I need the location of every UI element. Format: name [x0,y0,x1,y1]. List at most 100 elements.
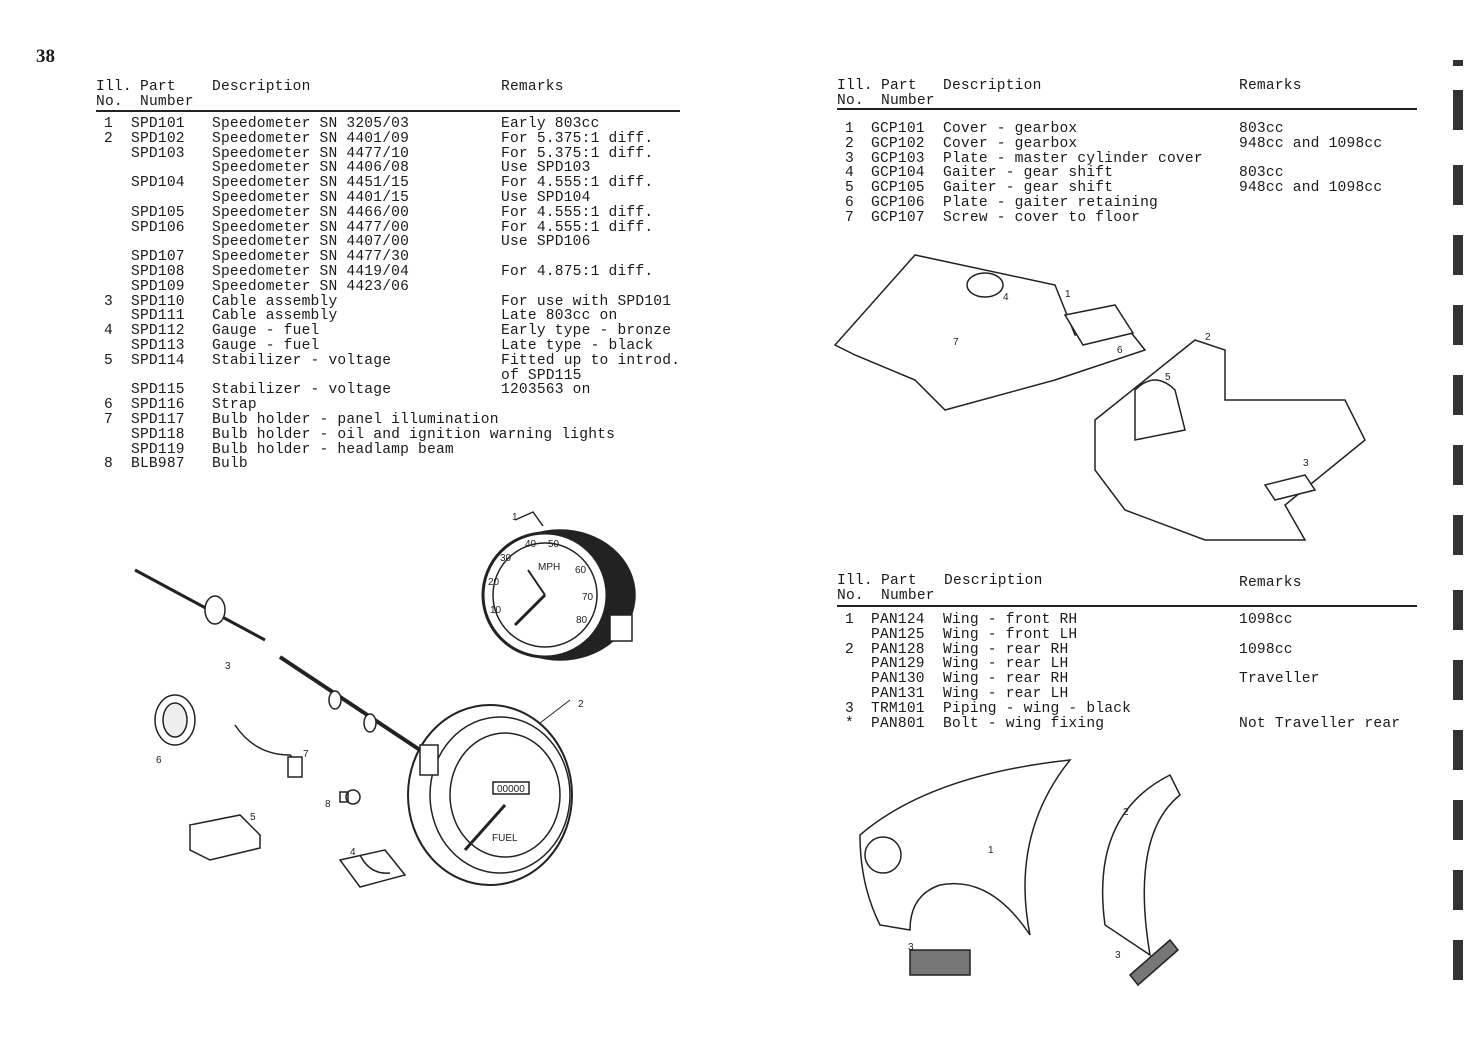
description: Speedometer SN 4407/00 [212,234,410,251]
page-edge-marks [1453,800,1463,840]
page-edge-marks [1453,445,1463,485]
description: Bulb holder - panel illumination [212,411,499,428]
table-row: PAN125 Wing - front LH [837,626,1417,643]
description: Stabilizer - voltage [212,352,392,369]
header-rule [96,110,680,112]
speedometer-parts-table: Ill. No. Part Number Description Remarks… [96,79,680,472]
description: Cover - gearbox [943,121,1078,137]
callout-8: 8 [325,799,331,810]
callout-7: 7 [953,337,959,348]
part-number: TRM101 [871,700,925,717]
header-no: No. [96,94,123,110]
description: Gauge - fuel [212,337,320,354]
description: Speedometer SN 3205/03 [212,116,410,132]
page-edge-marks [1453,305,1463,345]
description: Wing - front RH [943,612,1078,628]
part-number: SPD111 [131,308,185,325]
part-number: BLB987 [131,456,185,473]
part-number: PAN125 [871,626,925,643]
ill-no: 4 [845,165,854,182]
description: Stabilizer - voltage [212,382,392,399]
callout-3: 3 [225,661,231,672]
speedometer-small-drawing [481,511,636,661]
header-remarks: Remarks [501,79,564,95]
gearbox-cover-parts-table: Ill. No. Part Number Description Remarks… [837,79,1417,225]
callout-5: 5 [250,812,256,823]
description: Wing - front LH [943,626,1078,643]
ill-no: 1 [104,116,113,132]
part-number: SPD108 [131,263,185,280]
page-edge-marks [1453,515,1463,555]
description: Plate - master cylinder cover [943,150,1203,167]
part-number: GCP103 [871,150,925,167]
page-edge-marks [1453,235,1463,275]
part-number: SPD110 [131,293,185,310]
ill-no: 5 [845,180,854,197]
header-description: Description [212,79,311,95]
description: Bulb holder - headlamp beam [212,441,454,458]
remarks: 1098cc [1239,612,1293,628]
ill-no: 7 [104,411,113,428]
part-number: PAN801 [871,715,925,732]
speed-50: 50 [548,539,560,550]
description: Speedometer SN 4451/15 [212,175,410,192]
remarks: For 4.555:1 diff. [501,219,654,236]
description: Wing - rear RH [943,671,1069,688]
fuel-label: FUEL [492,833,518,844]
remarks: For use with SPD101 [501,293,672,310]
callout-7: 7 [303,749,309,760]
page-edge-marks [1453,730,1463,770]
part-number: SPD118 [131,426,185,443]
header-number: Number [881,93,935,109]
callout-4: 4 [1003,292,1009,303]
voltage-stabilizer-drawing [188,814,262,861]
description: Speedometer SN 4401/15 [212,189,410,206]
gauge-mph-label: MPH [538,562,560,573]
callout-2: 2 [1205,332,1211,343]
part-number: SPD112 [131,323,185,340]
part-number: PAN124 [871,612,925,628]
instruments-exploded-illustration: 1 2 3 4 5 6 7 8 MPH FUEL 00000 10 20 30 … [134,511,636,888]
ill-no: 4 [104,323,113,340]
description: Gaiter - gear shift [943,165,1114,182]
page-edge-marks [1453,90,1463,130]
part-number: PAN128 [871,641,925,658]
wing-parts-table: Ill. No. Part Number Description Remarks… [837,574,1417,731]
remarks: 948cc and 1098cc [1239,135,1383,152]
description: Speedometer SN 4419/04 [212,263,410,280]
page-edge-marks [1453,165,1463,205]
ill-no: 8 [104,456,113,473]
strap-drawing [154,694,196,746]
part-number: PAN130 [871,671,925,688]
ill-no: 1 [845,612,854,628]
speed-20: 20 [488,577,500,588]
description: Strap [212,397,257,414]
speed-40: 40 [525,539,537,550]
remarks: For 4.555:1 diff. [501,204,654,221]
table-row: of SPD115 [96,367,680,384]
description: Cable assembly [212,293,338,310]
remarks: 948cc and 1098cc [1239,180,1383,197]
part-number: GCP106 [871,194,925,211]
ill-no: 7 [845,209,854,226]
header-rule [837,108,1417,110]
remarks: of SPD115 [501,367,582,384]
bulb-drawing [339,789,361,805]
